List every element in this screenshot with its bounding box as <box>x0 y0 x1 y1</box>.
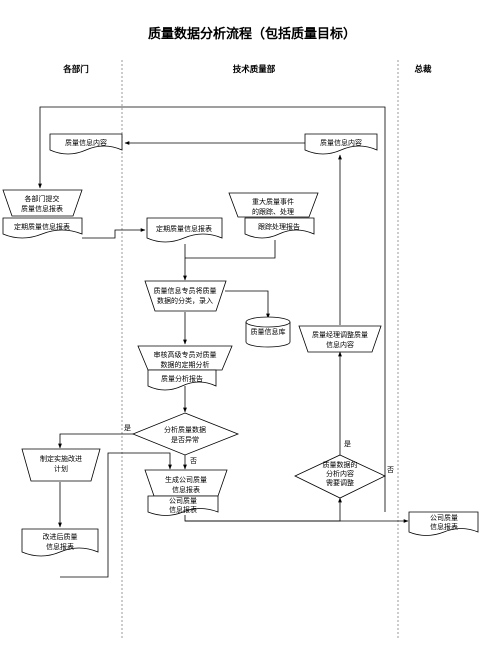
diagram-title: 质量数据分析流程（包括质量目标） <box>148 26 356 42</box>
label-classify-1: 质量信息专员将质量 <box>154 286 217 295</box>
label-info-content-left: 质量信息内容 <box>65 138 107 147</box>
document-analysis-report <box>147 369 217 391</box>
manual-op-improve-plan <box>21 448 101 482</box>
connector-improved-to-generate <box>60 452 172 578</box>
label-company-report-mid-1: 公司质量 <box>169 496 197 505</box>
label-decision-adjust-3: 需要调整 <box>326 478 354 487</box>
document-info-content-left <box>49 133 123 155</box>
manual-op-classify <box>144 280 227 312</box>
document-info-content-right <box>304 133 378 155</box>
document-tracking-report <box>244 217 315 239</box>
label-improved-report-2: 信息报表 <box>46 542 74 551</box>
label-info-content-right: 质量信息内容 <box>320 138 362 147</box>
branch-label-no-mid: 否 <box>190 457 197 465</box>
connector-left-to-mid-report <box>82 228 146 239</box>
manual-op-major-event <box>228 192 319 218</box>
decision-abnormal <box>131 412 240 456</box>
document-improved-report <box>21 528 99 557</box>
label-company-report-right-1: 公司质量 <box>430 513 458 522</box>
branch-label-yes-left: 是 <box>124 424 131 432</box>
label-decision-adjust-1: 质量数据的 <box>323 460 358 469</box>
connector-loop-top <box>38 106 386 512</box>
database-cylinder-body <box>245 322 291 348</box>
document-company-report-mid <box>147 495 219 516</box>
document-periodic-report-left <box>2 217 83 239</box>
label-review-2: 数据的定期分析 <box>161 360 210 369</box>
connector-yes-to-improve <box>58 433 133 449</box>
manual-op-review <box>137 345 233 371</box>
label-tracking-report: 跟踪处理报告 <box>258 222 300 231</box>
branch-label-yes-right: 是 <box>344 440 351 448</box>
lane-header-president: 总裁 <box>414 64 432 75</box>
label-dept-submit-2: 质量信息报表 <box>21 204 63 213</box>
label-analysis-report: 质量分析报告 <box>161 374 203 383</box>
label-periodic-report-left: 定期质量信息报表 <box>14 222 70 231</box>
label-major-event-1: 重大质量事件 <box>252 197 294 206</box>
label-dept-submit-1: 各部门提交 <box>25 194 60 203</box>
label-improve-plan-2: 计划 <box>54 464 68 473</box>
label-classify-2: 数据的分类，录入 <box>157 296 213 305</box>
label-manager-adjust-1: 质量经理调整质量 <box>312 330 368 339</box>
document-periodic-report-mid <box>146 217 223 243</box>
database-cylinder-top <box>245 316 291 328</box>
branch-label-no-right: 否 <box>387 466 394 474</box>
label-improved-report-1: 改进后质量 <box>43 532 78 541</box>
connector-tracking-to-classify <box>185 240 276 259</box>
label-periodic-report-mid: 定期质量信息报表 <box>156 224 212 233</box>
lane-header-departments: 各部门 <box>62 64 89 75</box>
label-company-report-mid-2: 信息报表 <box>169 505 197 514</box>
connector-classify-to-db <box>225 290 270 319</box>
label-major-event-2: 的跟踪、处理 <box>252 207 294 216</box>
label-generate-report-2: 信息报表 <box>172 485 200 494</box>
manual-op-manager-adjust <box>298 325 382 353</box>
label-manager-adjust-2: 信息内容 <box>326 340 354 349</box>
label-decision-abnormal-1: 分析质量数据 <box>164 425 206 434</box>
label-company-report-right-2: 信息报表 <box>430 522 458 531</box>
manual-op-dept-submit <box>2 189 83 217</box>
label-database: 质量信息库 <box>251 327 286 336</box>
lane-header-tech-quality: 技术质量部 <box>233 64 276 75</box>
label-generate-report-1: 生成公司质量 <box>165 475 207 484</box>
label-decision-abnormal-2: 是否异常 <box>171 435 199 444</box>
label-decision-adjust-2: 分析内容 <box>326 469 354 478</box>
document-company-report-president <box>408 511 479 536</box>
label-improve-plan-1: 制定实施改进 <box>40 454 82 463</box>
decision-adjust <box>294 454 386 499</box>
label-review-1: 审核高级专员对质量 <box>154 350 217 359</box>
